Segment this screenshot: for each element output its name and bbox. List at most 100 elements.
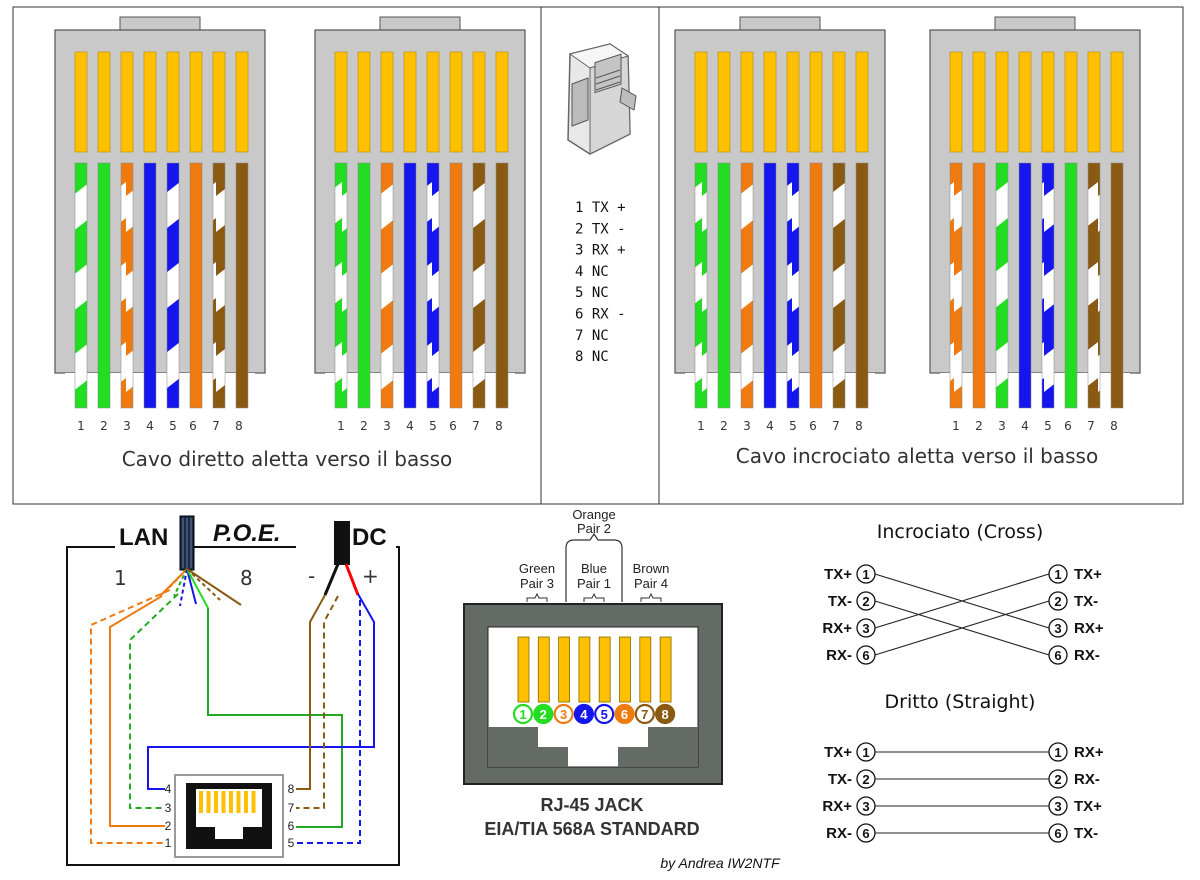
wire-g xyxy=(717,162,731,409)
pinout-line: 4 NC xyxy=(575,264,609,280)
pin-number: 2 xyxy=(100,419,108,433)
poe-jack-contact xyxy=(206,791,211,813)
jack-pin-number: 3 xyxy=(560,707,567,722)
signal-label-left: RX+ xyxy=(822,620,852,637)
wire-br xyxy=(495,162,509,409)
gold-contact xyxy=(972,51,986,153)
pin-number: 8 xyxy=(1110,419,1118,433)
pin-number: 5 xyxy=(1044,419,1052,433)
wire-wbr xyxy=(212,162,226,409)
signal-label-left: RX- xyxy=(826,825,852,842)
gold-contact xyxy=(472,51,486,153)
pin-number: 2 xyxy=(975,419,983,433)
pair-orange-label: Orange xyxy=(572,507,615,522)
jack-pin-circle xyxy=(573,703,595,725)
pin-number: 5 xyxy=(429,419,437,433)
poe-jack-pin-right: 6 xyxy=(288,819,295,833)
poe-pin-left: 1 xyxy=(114,566,127,590)
pin-number: 3 xyxy=(383,419,391,433)
gold-contact xyxy=(995,51,1009,153)
pin-number: 6 xyxy=(449,419,457,433)
pin-number: 4 xyxy=(766,419,774,433)
pin-circle-number: 2 xyxy=(1054,594,1061,609)
pair-blue-label: Blue xyxy=(581,561,607,576)
jack-contact xyxy=(558,636,570,703)
pair-brown-label: Brown xyxy=(633,561,670,576)
gold-contact xyxy=(74,51,88,153)
poe-jack-pin-right: 8 xyxy=(288,782,295,796)
jack-pin-number: 2 xyxy=(540,707,547,722)
wire-o xyxy=(449,162,463,409)
wire-g xyxy=(1064,162,1078,409)
wire-wb xyxy=(786,162,800,409)
gold-contact xyxy=(235,51,249,153)
wire-br xyxy=(1110,162,1124,409)
poe-jack-contact xyxy=(214,791,218,813)
pin-number: 7 xyxy=(1087,419,1095,433)
poe-jack-pin-right: 7 xyxy=(288,801,295,815)
pin-circle-number: 2 xyxy=(862,772,869,787)
wire-wb xyxy=(1041,162,1055,409)
pin-circle-number: 3 xyxy=(862,799,869,814)
jack-pin-number: 6 xyxy=(621,707,628,722)
poe-jack-contact xyxy=(251,791,256,813)
jack-contact xyxy=(537,636,550,703)
jack-contact xyxy=(598,636,611,703)
wire-b xyxy=(1018,162,1032,409)
gold-contact xyxy=(1064,51,1078,153)
poe-panel: LAN P.O.E. DC 1 8 - + xyxy=(66,515,400,866)
jack-pin-circle xyxy=(654,703,676,725)
pin-number: 7 xyxy=(472,419,480,433)
signal-label-left: TX- xyxy=(828,771,852,788)
lan-label: LAN xyxy=(119,524,168,551)
wire-br xyxy=(235,162,249,409)
poe-jack-contact xyxy=(199,791,203,813)
pin-number: 8 xyxy=(855,419,863,433)
pair-green-label: Green xyxy=(519,561,555,576)
link-line xyxy=(874,573,1050,629)
wire-wb xyxy=(166,162,180,409)
signal-label-left: TX+ xyxy=(824,566,852,583)
pinout-list: 1 TX +2 TX -3 RX +4 NC5 NC6 RX -7 NC8 NC xyxy=(575,200,626,365)
gold-contact xyxy=(403,51,417,153)
jack-pin-number: 5 xyxy=(601,707,608,722)
wire-wbr xyxy=(472,162,486,409)
wire-b xyxy=(143,162,157,409)
pin-number: 6 xyxy=(809,419,817,433)
gold-contact xyxy=(212,51,226,153)
pin-circle-number: 3 xyxy=(1054,621,1061,636)
wire-wo xyxy=(120,162,134,409)
jack-pin-circle xyxy=(553,703,574,725)
pin-number: 2 xyxy=(360,419,368,433)
wire-wbr xyxy=(1087,162,1101,409)
pin-circle-number: 2 xyxy=(862,594,869,609)
signal-label-left: RX+ xyxy=(822,798,852,815)
pinout-line: 6 RX - xyxy=(575,307,626,323)
pinout-line: 2 TX - xyxy=(575,221,626,237)
pin-number: 3 xyxy=(123,419,131,433)
pin-number: 4 xyxy=(406,419,414,433)
poe-jack-contact xyxy=(221,791,226,813)
cross-title: Incrociato (Cross) xyxy=(877,521,1044,543)
jack-pin-circle xyxy=(594,703,615,725)
signal-label-right: TX- xyxy=(1074,825,1098,842)
gold-contact xyxy=(855,51,869,153)
jack-contact xyxy=(639,636,652,703)
gold-contact xyxy=(426,51,440,153)
pin-circle-number: 3 xyxy=(862,621,869,636)
gold-contact xyxy=(1110,51,1124,153)
poe-jack-contact xyxy=(244,791,248,813)
wire-wo xyxy=(380,162,394,409)
jack-contact xyxy=(659,636,672,703)
pin-circle-number: 1 xyxy=(862,745,869,760)
poe-minus: - xyxy=(308,564,315,588)
gold-contact xyxy=(1018,51,1032,153)
gold-contact xyxy=(495,51,509,153)
poe-jack-pin-left: 3 xyxy=(165,801,172,815)
poe-jack-pin-left: 4 xyxy=(165,782,172,796)
signal-label-right: TX+ xyxy=(1074,798,1102,815)
wire-g xyxy=(97,162,111,409)
gold-contact xyxy=(189,51,203,153)
